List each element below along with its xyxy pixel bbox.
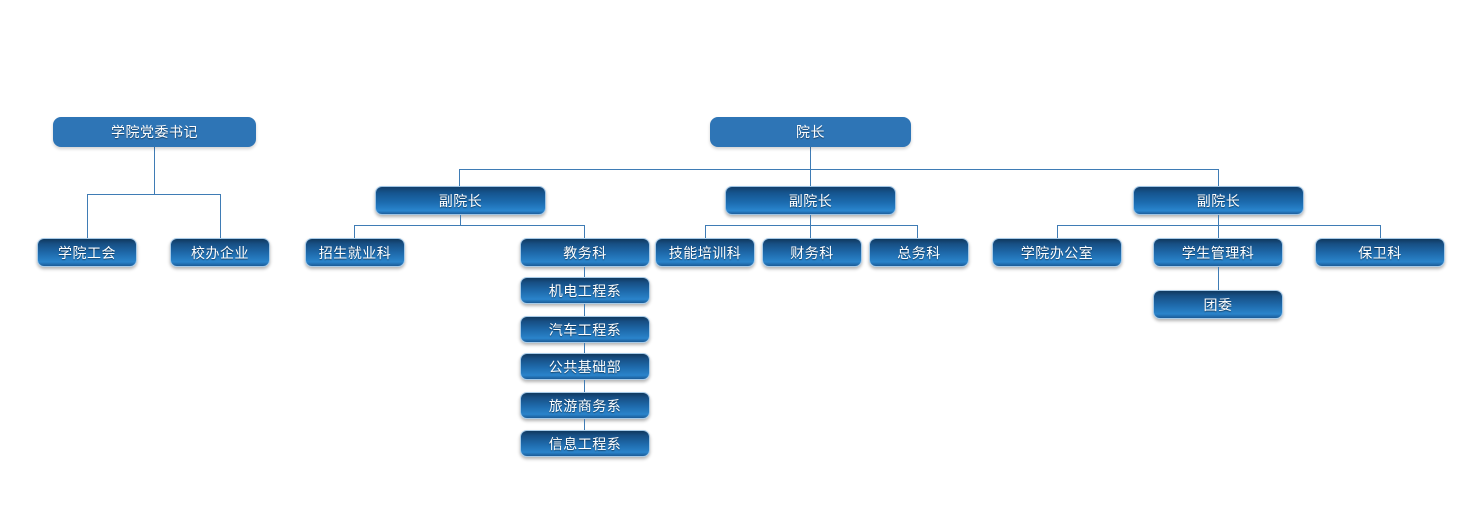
node-dept-tourism-business[interactable]: 旅游商务系 [520, 392, 650, 419]
connector-to-skill-training [705, 225, 706, 238]
connector-to-vice-dean-2 [810, 169, 811, 186]
connector-general-to-tourism [584, 380, 585, 392]
connector-tourism-to-information [584, 419, 585, 430]
connector-vd3-stem [1218, 215, 1219, 226]
node-vice-dean-1[interactable]: 副院长 [375, 186, 546, 215]
connector-to-finance [810, 225, 811, 238]
node-vice-dean-3[interactable]: 副院长 [1133, 186, 1304, 215]
node-finance[interactable]: 财务科 [762, 238, 862, 267]
connector-vd1-stem [460, 215, 461, 226]
node-dept-automotive[interactable]: 汽车工程系 [520, 316, 650, 343]
node-party-secretary[interactable]: 学院党委书记 [53, 117, 256, 147]
node-skill-training[interactable]: 技能培训科 [655, 238, 755, 267]
node-school-enterprise[interactable]: 校办企业 [170, 238, 270, 267]
node-academic-affairs[interactable]: 教务科 [520, 238, 650, 267]
node-vice-dean-2[interactable]: 副院长 [725, 186, 896, 215]
connector-to-vice-dean-1 [459, 169, 460, 186]
connector-to-enterprise [220, 194, 221, 238]
node-youth-league[interactable]: 团委 [1153, 290, 1283, 319]
connector-to-student-management [1218, 225, 1219, 238]
node-dept-mechatronics[interactable]: 机电工程系 [520, 277, 650, 304]
connector-to-union [87, 194, 88, 238]
connector-to-academic-affairs [584, 225, 585, 238]
connector-to-admission [354, 225, 355, 238]
connector-vd1-bus [354, 225, 585, 226]
node-college-union[interactable]: 学院工会 [37, 238, 137, 267]
connector-vd2-bus [705, 225, 917, 226]
connector-to-general-affairs [917, 225, 918, 238]
connector-academic-to-mechatronics [584, 267, 585, 277]
node-dept-general-studies[interactable]: 公共基础部 [520, 353, 650, 380]
connector-to-security [1380, 225, 1381, 238]
node-dean[interactable]: 院长 [710, 117, 911, 147]
connector-secretary-stem [154, 147, 155, 195]
connector-to-vice-dean-3 [1218, 169, 1219, 186]
node-admission-employment[interactable]: 招生就业科 [305, 238, 405, 267]
node-student-management[interactable]: 学生管理科 [1153, 238, 1283, 267]
node-security[interactable]: 保卫科 [1315, 238, 1445, 267]
node-dept-information[interactable]: 信息工程系 [520, 430, 650, 457]
connector-dean-stem [810, 147, 811, 169]
connector-secretary-bus [87, 194, 221, 195]
connector-vd2-stem [810, 215, 811, 226]
connector-vd3-bus [1057, 225, 1381, 226]
connector-mechatronics-to-automotive [584, 304, 585, 316]
connector-dean-bus [459, 169, 1219, 170]
connector-to-college-office [1057, 225, 1058, 238]
connector-automotive-to-general [584, 343, 585, 353]
node-college-office[interactable]: 学院办公室 [992, 238, 1122, 267]
connector-student-mgmt-to-league [1218, 267, 1219, 290]
node-general-affairs[interactable]: 总务科 [869, 238, 969, 267]
